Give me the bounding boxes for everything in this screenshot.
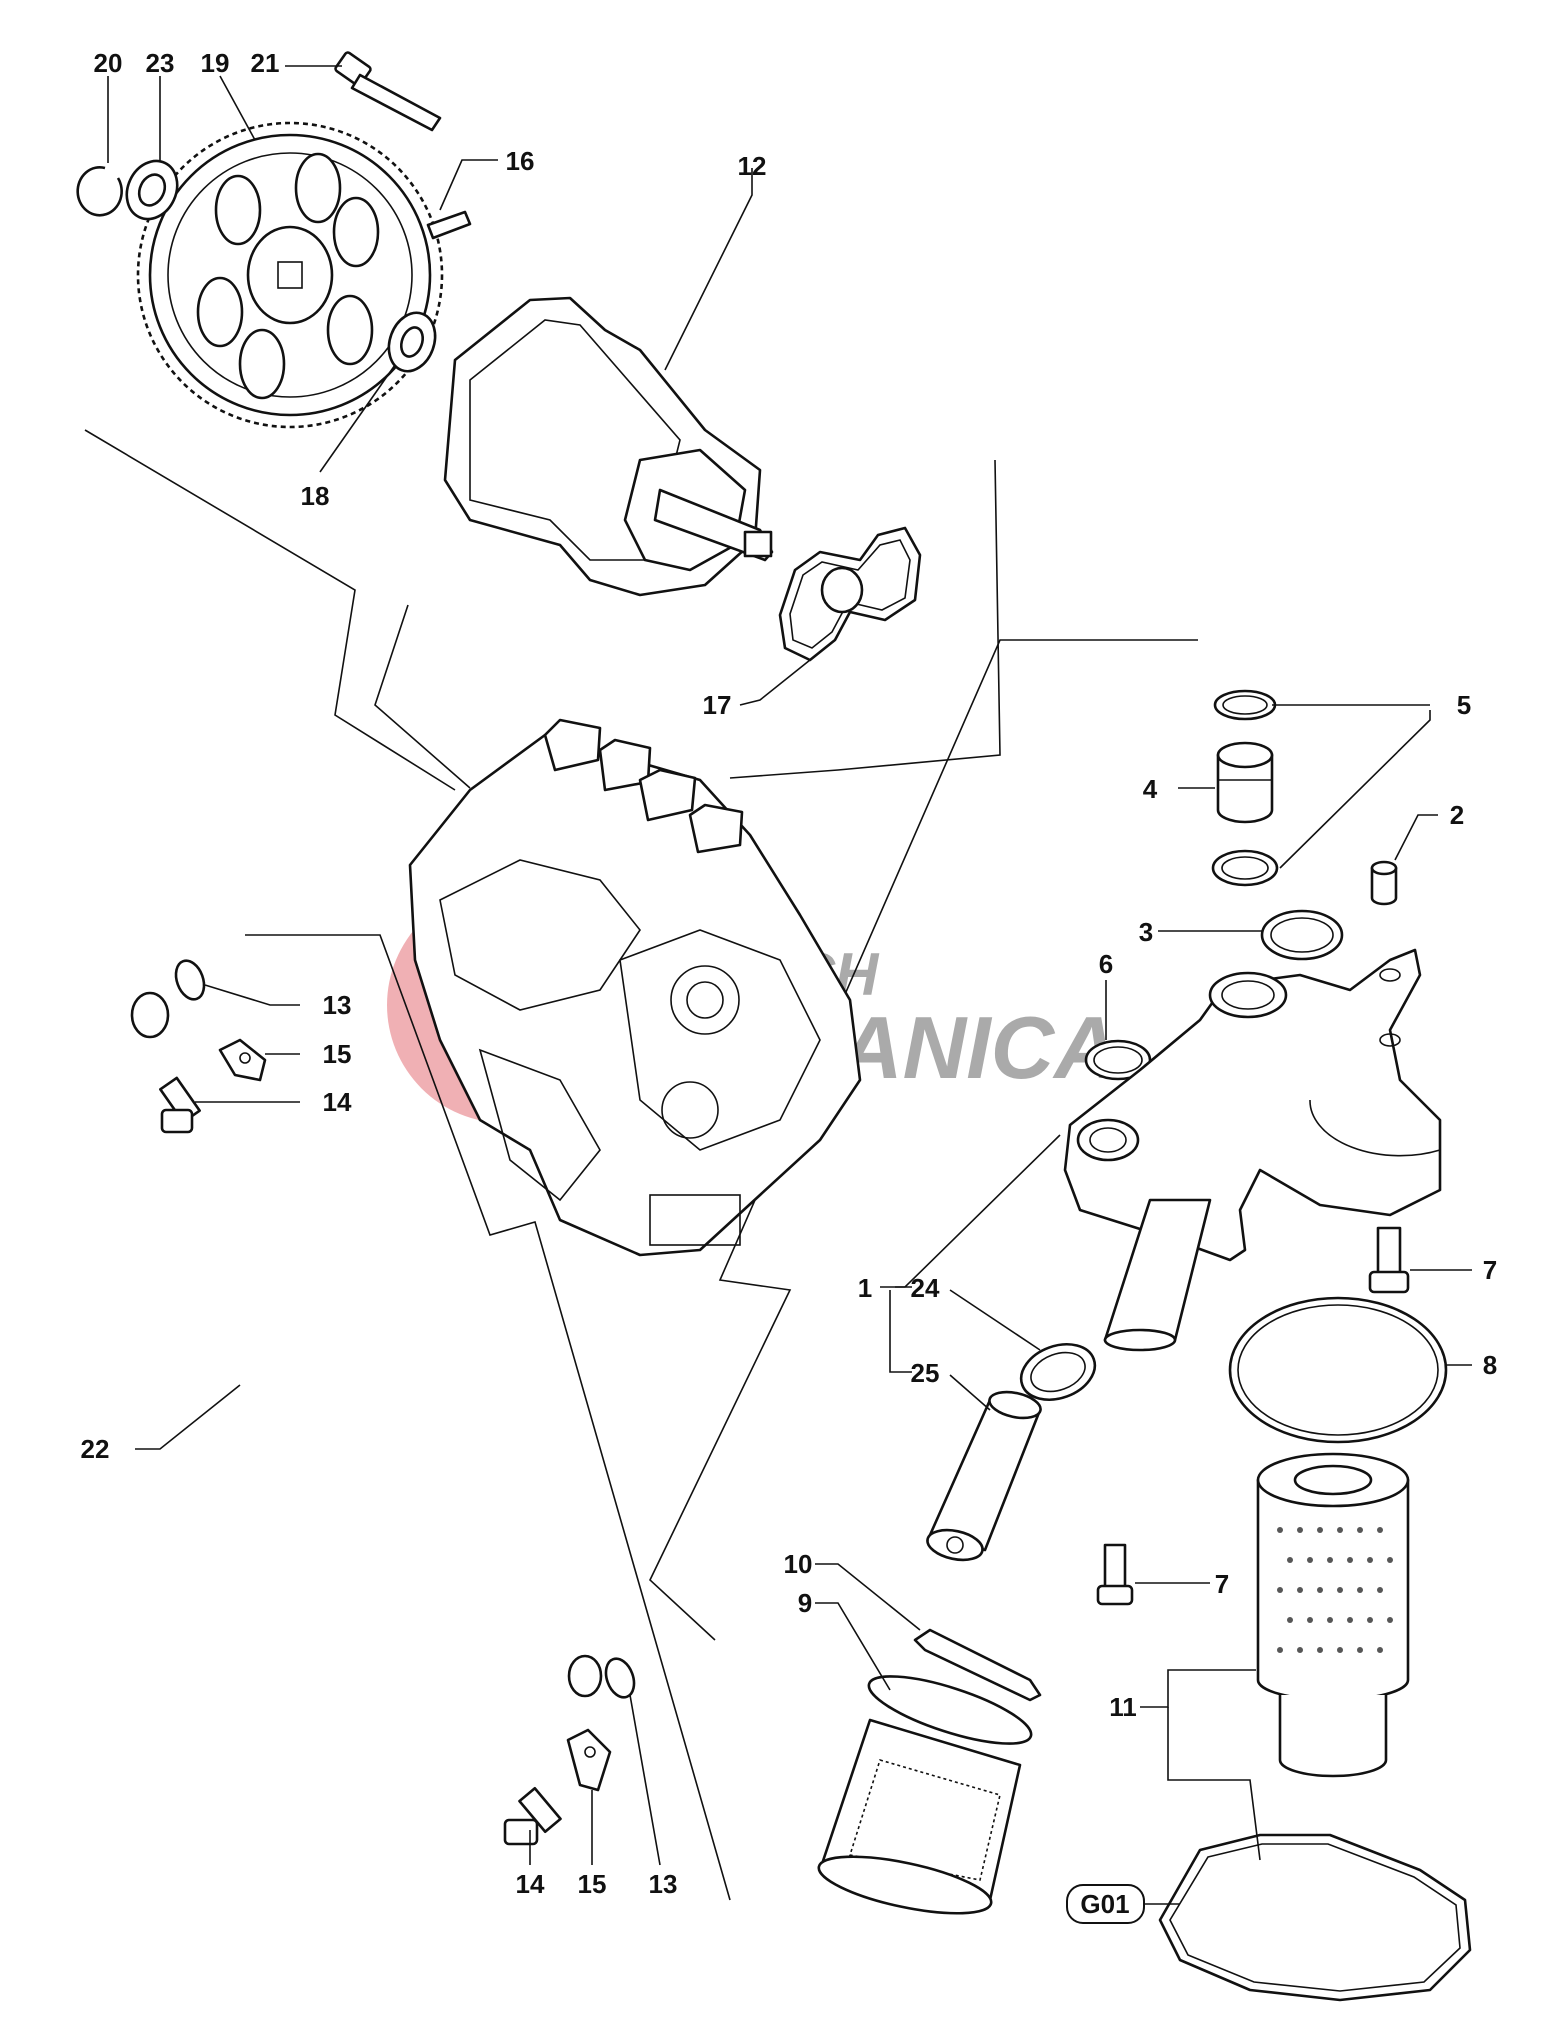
o-ring-5-bottom [1211, 849, 1279, 887]
bolt-21 [334, 51, 442, 132]
o-ring-8 [1228, 1296, 1448, 1444]
callout-1: 1 [858, 1273, 872, 1303]
callout-19: 19 [201, 48, 230, 78]
washer-23 [125, 159, 179, 221]
sleeve-2 [1370, 860, 1398, 906]
callout-13-lower: 13 [649, 1869, 678, 1899]
callout-leaders [107, 65, 1472, 1905]
bushing-4 [1216, 741, 1274, 824]
bolt-14-upper [159, 1076, 201, 1134]
callout-8: 8 [1483, 1350, 1497, 1380]
callout-21: 21 [251, 48, 280, 78]
group-tag-label: G01 [1080, 1889, 1129, 1919]
o-ring-5-top [1213, 689, 1277, 721]
callout-7-lower: 7 [1215, 1569, 1229, 1599]
callout-15-lower: 15 [578, 1869, 607, 1899]
oil-pump [443, 296, 774, 597]
callout-3: 3 [1139, 917, 1153, 947]
group-tag-g01: G01 [1066, 1884, 1145, 1924]
valve-25 [926, 1390, 1042, 1562]
o-ring-13-upper [174, 959, 206, 1001]
callout-labels: 20 23 19 21 16 12 18 17 5 4 2 3 6 13 15 … [81, 48, 1498, 1899]
washer-18 [387, 311, 437, 373]
bolt-7-upper [1368, 1226, 1410, 1294]
bolt-14-lower [503, 1786, 562, 1846]
callout-16: 16 [506, 146, 535, 176]
callout-9: 9 [798, 1588, 812, 1618]
oil-filter-housing [1063, 948, 1442, 1352]
gasket-17 [778, 526, 922, 662]
bracket-15-upper [218, 1038, 267, 1082]
oil-pipe-22 [84, 991, 603, 1704]
callout-17: 17 [703, 690, 732, 720]
bracket-15-lower [566, 1728, 612, 1792]
callout-22: 22 [81, 1434, 110, 1464]
o-ring-3 [1260, 909, 1344, 961]
callout-14-upper: 14 [323, 1087, 352, 1117]
oil-strainer-9 [817, 1675, 1033, 1915]
callout-10: 10 [784, 1549, 813, 1579]
o-ring-6 [1084, 1039, 1152, 1081]
callout-18: 18 [301, 481, 330, 511]
callout-4: 4 [1143, 774, 1158, 804]
pin-16 [426, 210, 472, 240]
oil-filter-cartridge [1256, 1452, 1410, 1778]
callout-7-upper: 7 [1483, 1255, 1497, 1285]
callout-20: 20 [94, 48, 123, 78]
callout-24: 24 [911, 1273, 940, 1303]
circlip-20 [76, 166, 123, 217]
engine-block [408, 718, 862, 1257]
assembly-leader-lines [84, 429, 1198, 1901]
filter-gasket [1158, 1833, 1472, 2002]
oil-pump-drive-gear [136, 121, 444, 429]
callout-25: 25 [911, 1358, 940, 1388]
callout-12: 12 [738, 151, 767, 181]
o-ring-13-lower [604, 1657, 636, 1699]
callout-11: 11 [1109, 1692, 1137, 1722]
bolt-7-lower [1096, 1543, 1134, 1606]
callout-6: 6 [1099, 949, 1113, 979]
callout-23: 23 [146, 48, 175, 78]
callout-13-upper: 13 [323, 990, 352, 1020]
callout-5: 5 [1457, 690, 1471, 720]
callout-14-lower: 14 [516, 1869, 545, 1899]
callout-15-upper: 15 [323, 1039, 352, 1069]
o-ring-24 [1019, 1343, 1097, 1401]
clip-10 [913, 1628, 1042, 1702]
callout-2: 2 [1450, 800, 1464, 830]
